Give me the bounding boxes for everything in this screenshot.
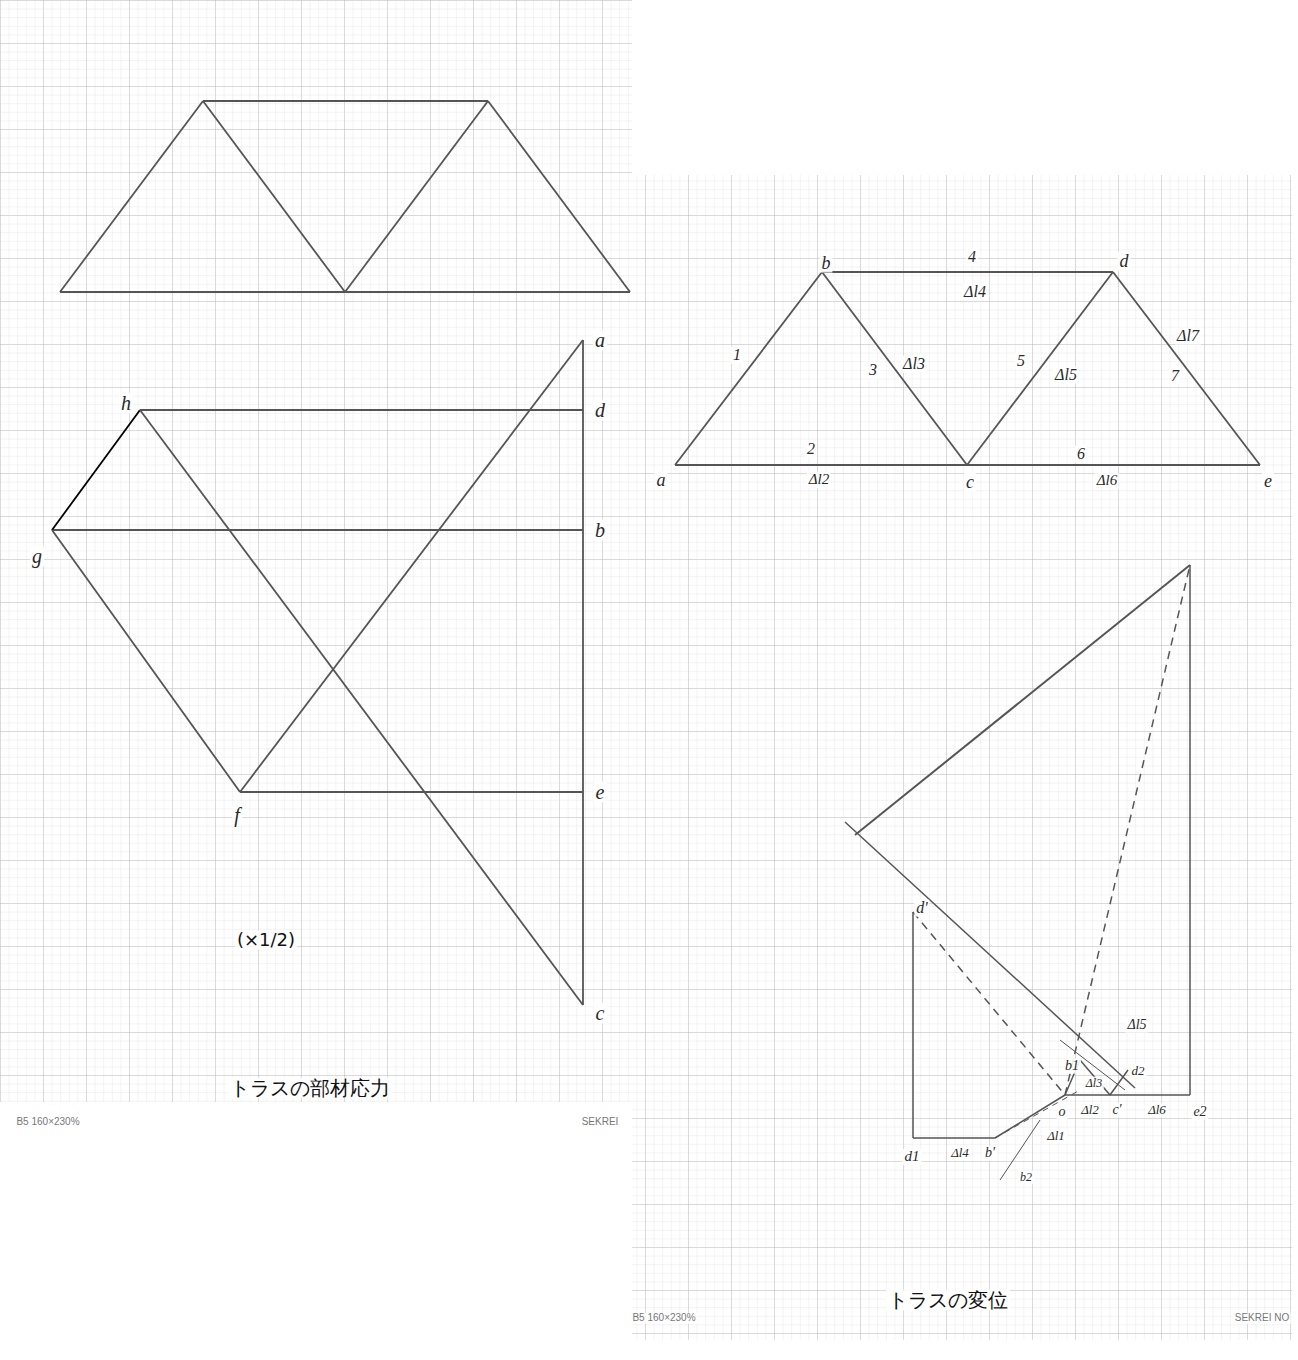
point-label: b1 xyxy=(1063,1059,1081,1074)
point-label: 5 xyxy=(1015,353,1027,370)
point-label: h xyxy=(119,393,133,414)
member-line xyxy=(60,101,203,292)
point-label: b' xyxy=(983,1146,997,1161)
member-line xyxy=(203,101,345,292)
displacement-line xyxy=(855,565,1190,835)
point-label: d1 xyxy=(903,1149,922,1165)
point-label: e xyxy=(1262,472,1274,491)
point-label: g xyxy=(30,546,44,567)
point-label: a xyxy=(593,330,607,351)
force-line xyxy=(52,530,240,792)
point-label: e xyxy=(594,782,607,803)
truss-right xyxy=(675,272,1260,465)
point-label: Δl2 xyxy=(1079,1103,1101,1117)
point-label: Δl6 xyxy=(1095,473,1119,489)
force-line xyxy=(52,529,583,531)
displacement-line xyxy=(1080,1060,1110,1095)
displacement-line xyxy=(912,912,914,1138)
perpendicular-line xyxy=(1060,1040,1125,1090)
point-label: Δl2 xyxy=(807,472,831,488)
point-label: d' xyxy=(914,900,929,917)
member-line xyxy=(822,272,967,465)
member-line xyxy=(822,271,1113,273)
point-label: 7 xyxy=(1169,368,1181,385)
point-label: 4 xyxy=(966,249,978,266)
member-line xyxy=(675,272,822,465)
caption-text: トラスの変位 xyxy=(886,1290,1010,1311)
point-label: e2 xyxy=(1191,1105,1208,1120)
paper-print: SEKREI xyxy=(580,1117,621,1128)
dashed-line xyxy=(995,1090,1080,1138)
paper-print: B5 160×230% xyxy=(630,1313,697,1324)
load-line xyxy=(582,340,584,1005)
point-label: o xyxy=(1057,1105,1068,1120)
point-label: f xyxy=(232,805,242,826)
graph-paper-right xyxy=(632,175,1292,1340)
dashed-line xyxy=(913,912,1065,1095)
point-label: 1 xyxy=(731,347,743,364)
point-label: b xyxy=(820,254,833,273)
force-line xyxy=(140,410,583,1005)
point-label: Δl6 xyxy=(1146,1103,1168,1117)
point-label: d2 xyxy=(1130,1064,1147,1078)
truss-left xyxy=(60,101,630,292)
member-line xyxy=(345,101,488,292)
point-label: Δl7 xyxy=(1175,328,1201,345)
caption-text: トラスの部材応力 xyxy=(228,1078,392,1099)
point-label: d xyxy=(1118,252,1131,271)
point-label: Δl1 xyxy=(1045,1129,1067,1143)
point-label: Δl3 xyxy=(901,356,927,373)
caption-text: (×1/2) xyxy=(235,931,297,950)
point-label: c xyxy=(964,473,976,492)
point-label: Δl5 xyxy=(1125,1018,1148,1033)
force-line xyxy=(240,340,583,792)
displacement-line xyxy=(845,822,1135,1088)
member-line xyxy=(203,100,488,102)
member-line xyxy=(488,101,630,292)
graph-paper-left xyxy=(0,0,632,1102)
point-label: c xyxy=(594,1003,607,1024)
dashed-line xyxy=(1065,565,1190,1095)
force-line xyxy=(52,410,140,530)
member-line xyxy=(1113,272,1260,465)
point-label: c' xyxy=(1110,1103,1123,1118)
point-label: 3 xyxy=(867,362,879,379)
point-label: 2 xyxy=(805,441,817,458)
force-line xyxy=(240,791,583,793)
point-label: Δl3 xyxy=(1084,1077,1104,1090)
point-label: b2 xyxy=(1018,1171,1034,1184)
displacement-line xyxy=(913,1137,995,1139)
displacement-line xyxy=(1189,565,1191,1095)
force-line xyxy=(140,409,583,411)
point-label: Δl5 xyxy=(1053,367,1079,384)
point-label: d xyxy=(593,400,607,421)
point-label: 6 xyxy=(1075,446,1087,463)
paper-print: B5 160×230% xyxy=(14,1117,81,1128)
displacement-line xyxy=(1065,1094,1190,1096)
point-label: b xyxy=(593,520,607,541)
point-label: Δl4 xyxy=(962,284,988,301)
point-label: Δl4 xyxy=(949,1146,971,1160)
displacement-line xyxy=(1110,1070,1128,1095)
member-line xyxy=(967,272,1113,465)
point-label: a xyxy=(655,471,668,490)
williot-diagram xyxy=(845,565,1190,1180)
force-diagram xyxy=(52,340,583,1005)
paper-print: SEKREI NO xyxy=(1233,1313,1291,1324)
